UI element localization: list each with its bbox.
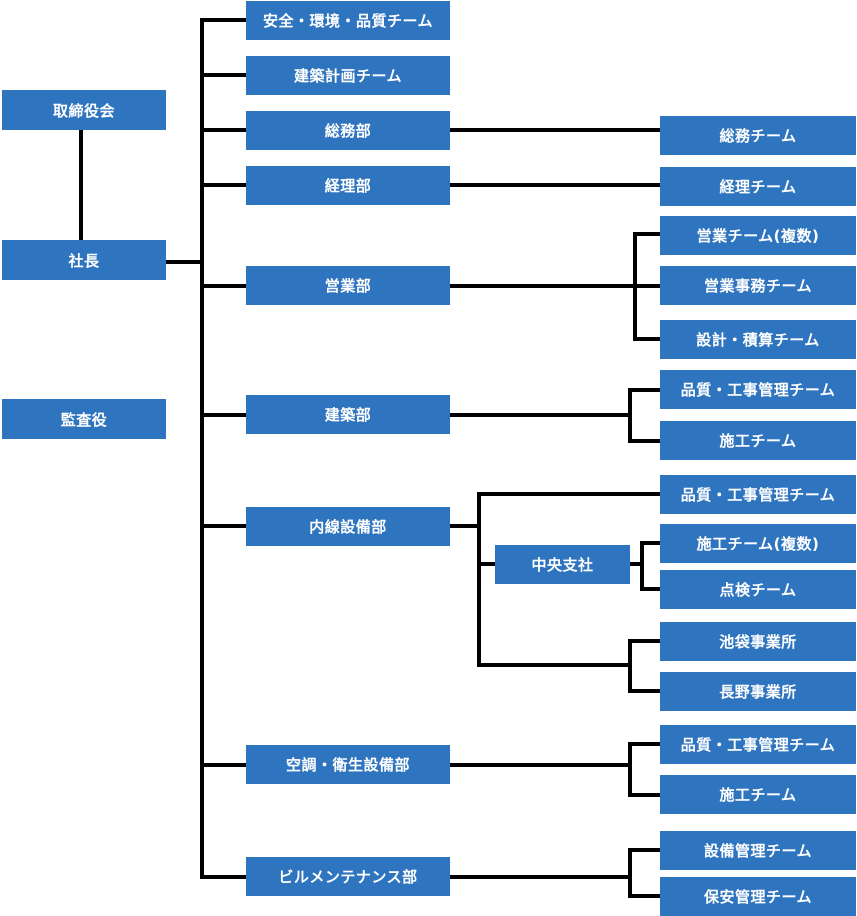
general-affairs-team-box: 総務チーム xyxy=(660,116,856,155)
auditor-box: 監査役 xyxy=(2,399,166,439)
branch-inspection-team-box: 点検チーム xyxy=(660,570,856,609)
construction-work-team-box: 施工チーム xyxy=(660,421,856,460)
sales-dept-box: 営業部 xyxy=(246,266,450,305)
president-box: 社長 xyxy=(2,240,166,280)
accounting-dept-box: 経理部 xyxy=(246,166,450,205)
safety-quality-team-box: 安全・環境・品質チーム xyxy=(246,1,450,40)
building-maintenance-dept-box: ビルメンテナンス部 xyxy=(246,857,450,896)
design-estimate-team-box: 設計・積算チーム xyxy=(660,320,856,359)
accounting-team-box: 経理チーム xyxy=(660,167,856,206)
hvac-work-team-box: 施工チーム xyxy=(660,775,856,814)
interior-qc-team-box: 品質・工事管理チーム xyxy=(660,475,856,514)
facility-management-team-box: 設備管理チーム xyxy=(660,831,856,870)
nagano-office-box: 長野事業所 xyxy=(660,672,856,711)
branch-work-teams-box: 施工チーム(複数) xyxy=(660,524,856,563)
sales-teams-box: 営業チーム(複数) xyxy=(660,216,856,255)
ikebukuro-office-box: 池袋事業所 xyxy=(660,622,856,661)
building-planning-team-box: 建築計画チーム xyxy=(246,56,450,95)
board-of-directors-box: 取締役会 xyxy=(2,90,166,130)
general-affairs-dept-box: 総務部 xyxy=(246,111,450,150)
hvac-sanitary-dept-box: 空調・衛生設備部 xyxy=(246,745,450,784)
security-management-team-box: 保安管理チーム xyxy=(660,877,856,916)
construction-qc-team-box: 品質・工事管理チーム xyxy=(660,370,856,409)
construction-dept-box: 建築部 xyxy=(246,395,450,434)
chuo-branch-box: 中央支社 xyxy=(495,545,630,584)
hvac-qc-team-box: 品質・工事管理チーム xyxy=(660,725,856,764)
interior-equipment-dept-box: 内線設備部 xyxy=(246,507,450,546)
sales-admin-team-box: 営業事務チーム xyxy=(660,266,856,305)
